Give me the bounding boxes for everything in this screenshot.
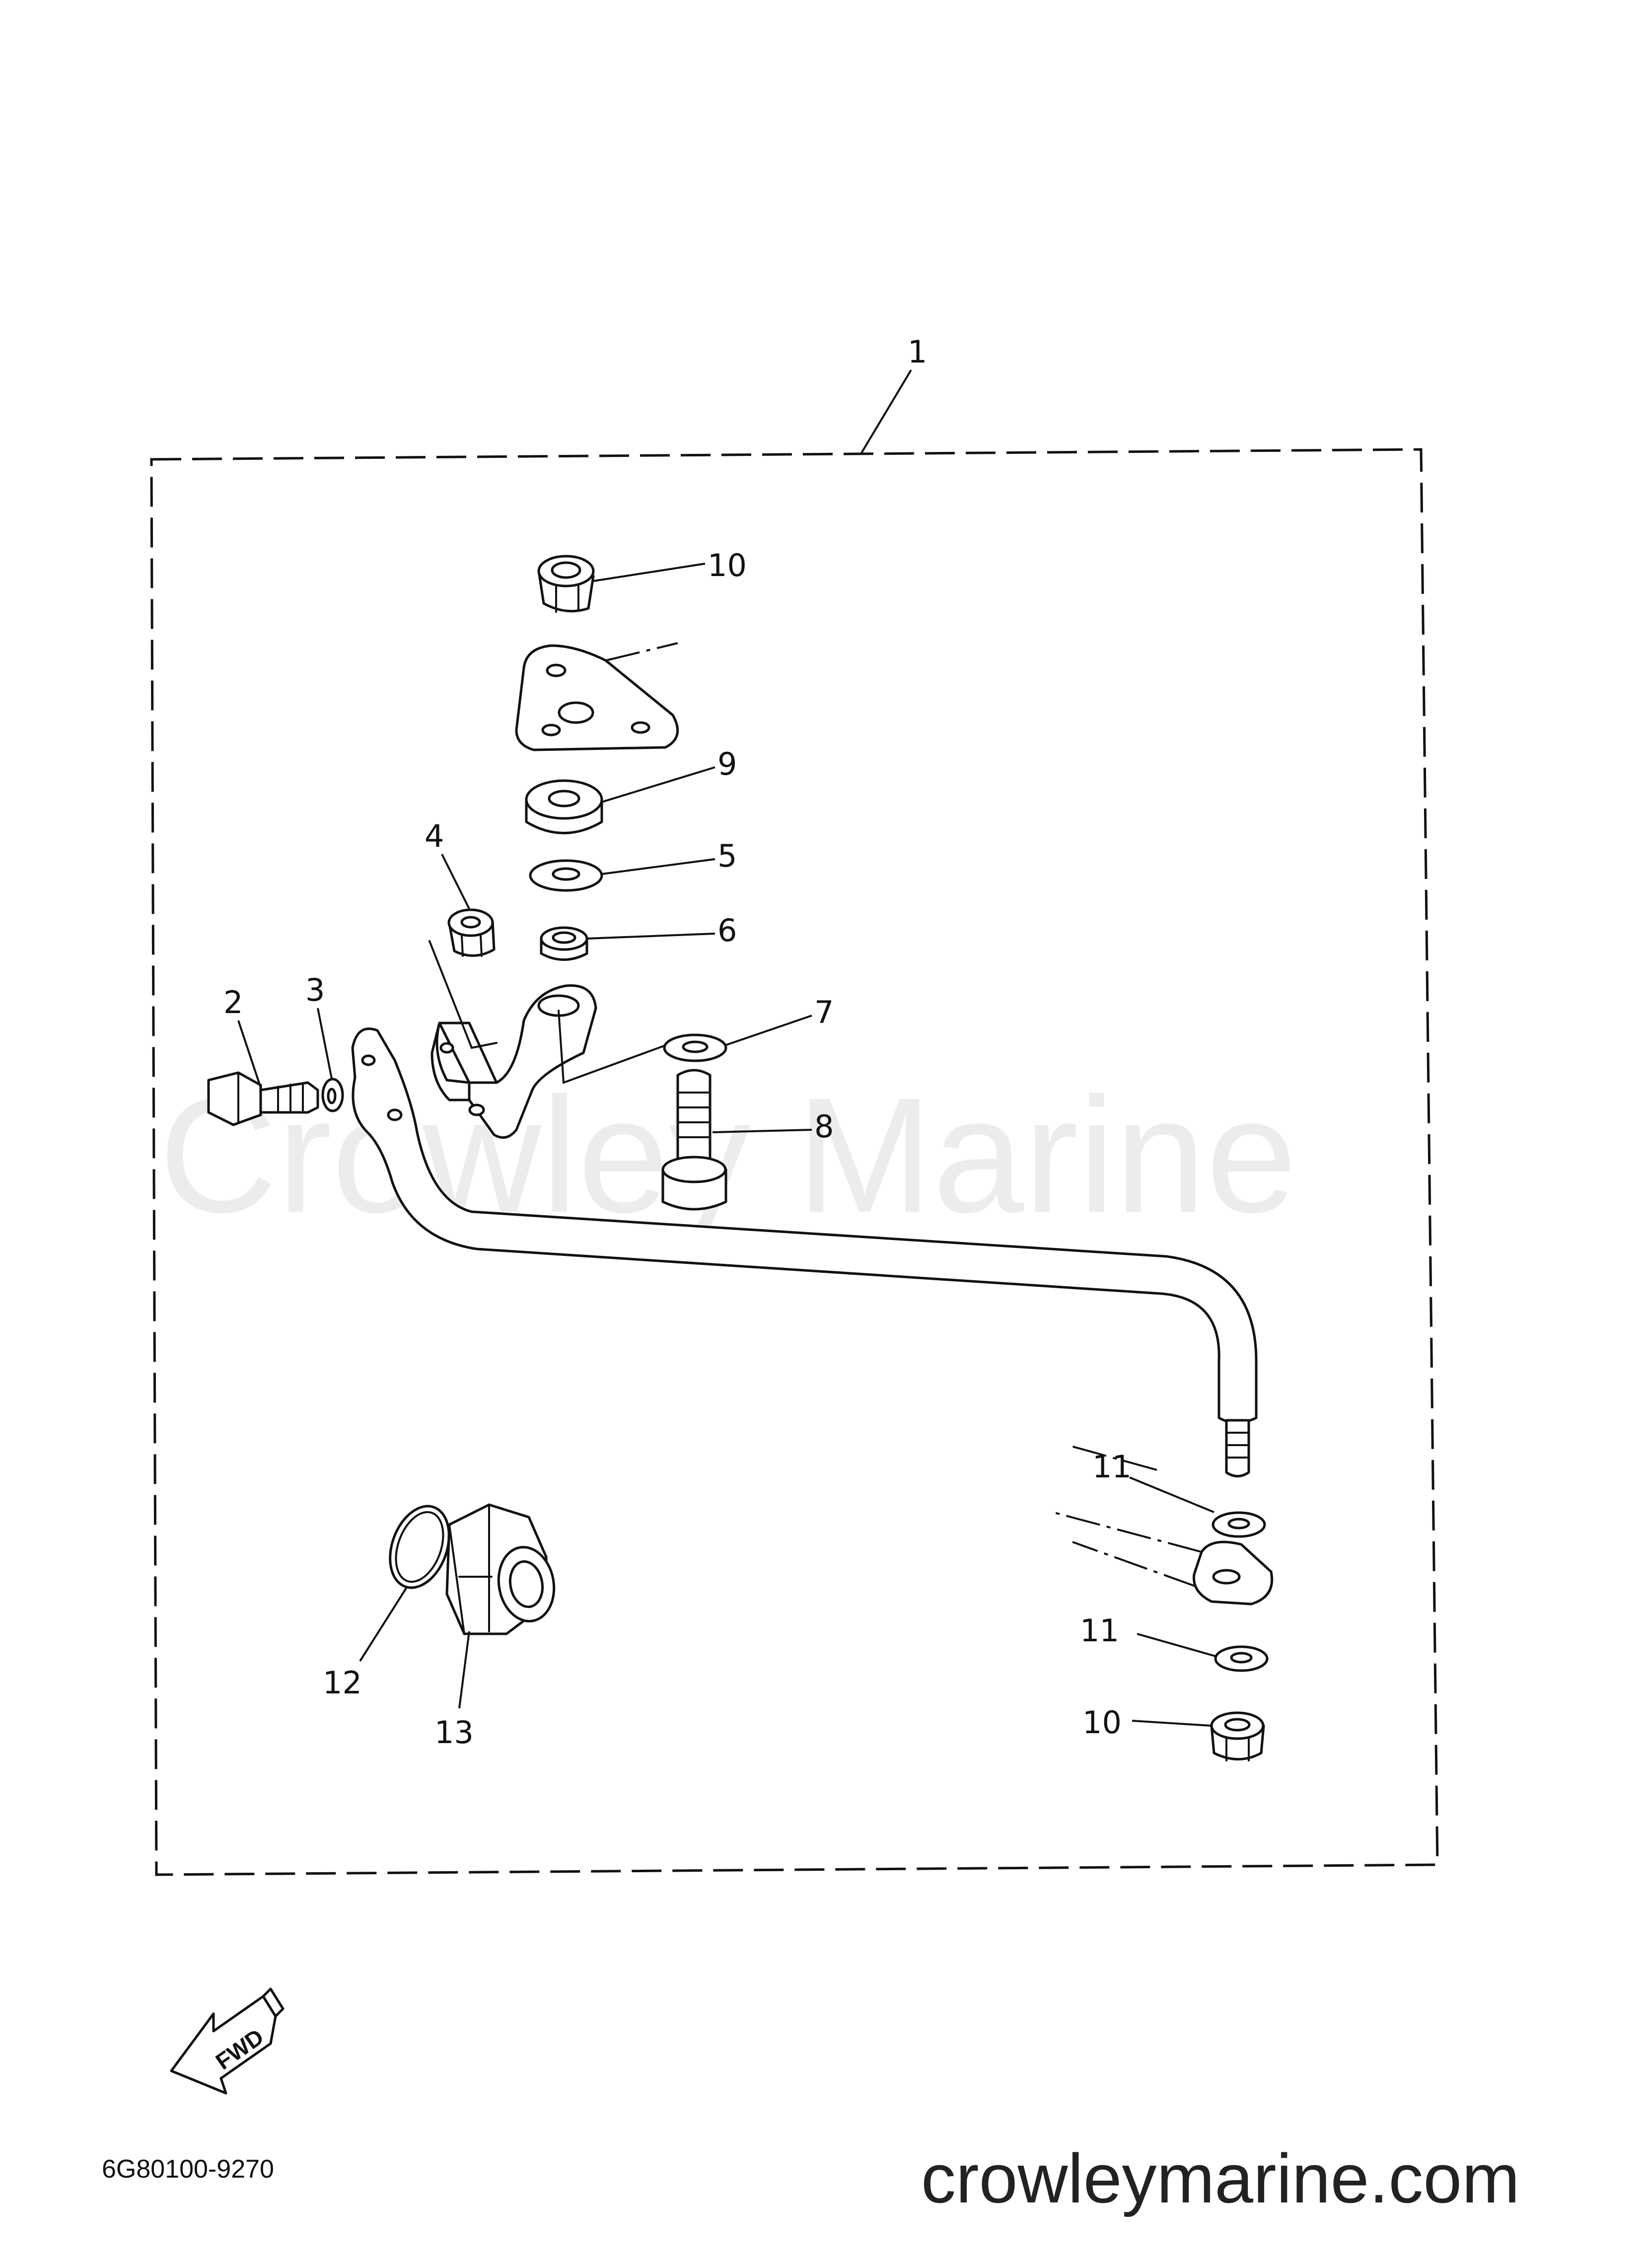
tie-bar-end bbox=[1052, 1444, 1274, 1606]
washer-11-upper bbox=[1212, 1511, 1266, 1538]
callout-11-upper: 11 bbox=[1092, 1449, 1132, 1485]
nut-4 bbox=[447, 908, 496, 957]
leader-5 bbox=[601, 858, 715, 875]
leader-4 bbox=[441, 854, 470, 909]
triangular-plate bbox=[515, 642, 679, 751]
leader-3 bbox=[317, 1008, 333, 1079]
callout-1: 1 bbox=[908, 334, 927, 370]
callout-6: 6 bbox=[717, 912, 737, 949]
fwd-arrow-icon: FWD bbox=[170, 1987, 285, 2095]
steering-rod bbox=[351, 1027, 1258, 1477]
callout-13: 13 bbox=[434, 1714, 474, 1751]
washer-11-lower bbox=[1214, 1645, 1269, 1672]
nut-10-bottom bbox=[1210, 1711, 1265, 1761]
callout-11-lower: 11 bbox=[1080, 1612, 1119, 1649]
callout-8: 8 bbox=[814, 1108, 834, 1145]
callout-3: 3 bbox=[305, 972, 325, 1008]
callout-7: 7 bbox=[814, 994, 834, 1030]
website-label: crowleymarine.com bbox=[921, 2139, 1520, 2217]
watermark-text: Crowley Marine bbox=[159, 1063, 1297, 1247]
nut-13 bbox=[445, 1503, 556, 1635]
callout-10-bottom: 10 bbox=[1082, 1704, 1122, 1741]
washer-7 bbox=[663, 1033, 727, 1062]
callout-10-top: 10 bbox=[708, 547, 747, 584]
leader-11-lower bbox=[1137, 1633, 1216, 1657]
leader-12 bbox=[359, 1586, 408, 1662]
callout-12: 12 bbox=[323, 1665, 362, 1701]
bolt-8 bbox=[661, 1069, 727, 1211]
drawing-code: 6G80100-9270 bbox=[102, 2155, 274, 2184]
leader-2 bbox=[237, 1020, 262, 1088]
callout-9: 9 bbox=[717, 746, 737, 782]
leader-8 bbox=[712, 1129, 812, 1133]
callout-4: 4 bbox=[425, 818, 444, 854]
leader-13 bbox=[458, 1631, 470, 1709]
leader-9 bbox=[601, 766, 715, 803]
leader-10-bottom bbox=[1132, 1720, 1212, 1727]
assembly-boundary bbox=[150, 369, 1439, 1876]
nut-10-top bbox=[537, 555, 595, 613]
bushing-6 bbox=[540, 926, 588, 961]
leader-10-top bbox=[593, 563, 706, 582]
washer-5 bbox=[529, 859, 603, 892]
bracket bbox=[428, 940, 694, 1139]
collar-9 bbox=[525, 779, 603, 834]
leader-7 bbox=[724, 1015, 812, 1046]
clip-3 bbox=[321, 1078, 344, 1112]
leader-6 bbox=[586, 933, 715, 940]
callout-2: 2 bbox=[223, 984, 243, 1021]
callout-5: 5 bbox=[717, 838, 737, 874]
leader-11-upper bbox=[1129, 1476, 1214, 1513]
o-ring-12 bbox=[389, 1505, 450, 1589]
bolt-2 bbox=[207, 1071, 319, 1126]
